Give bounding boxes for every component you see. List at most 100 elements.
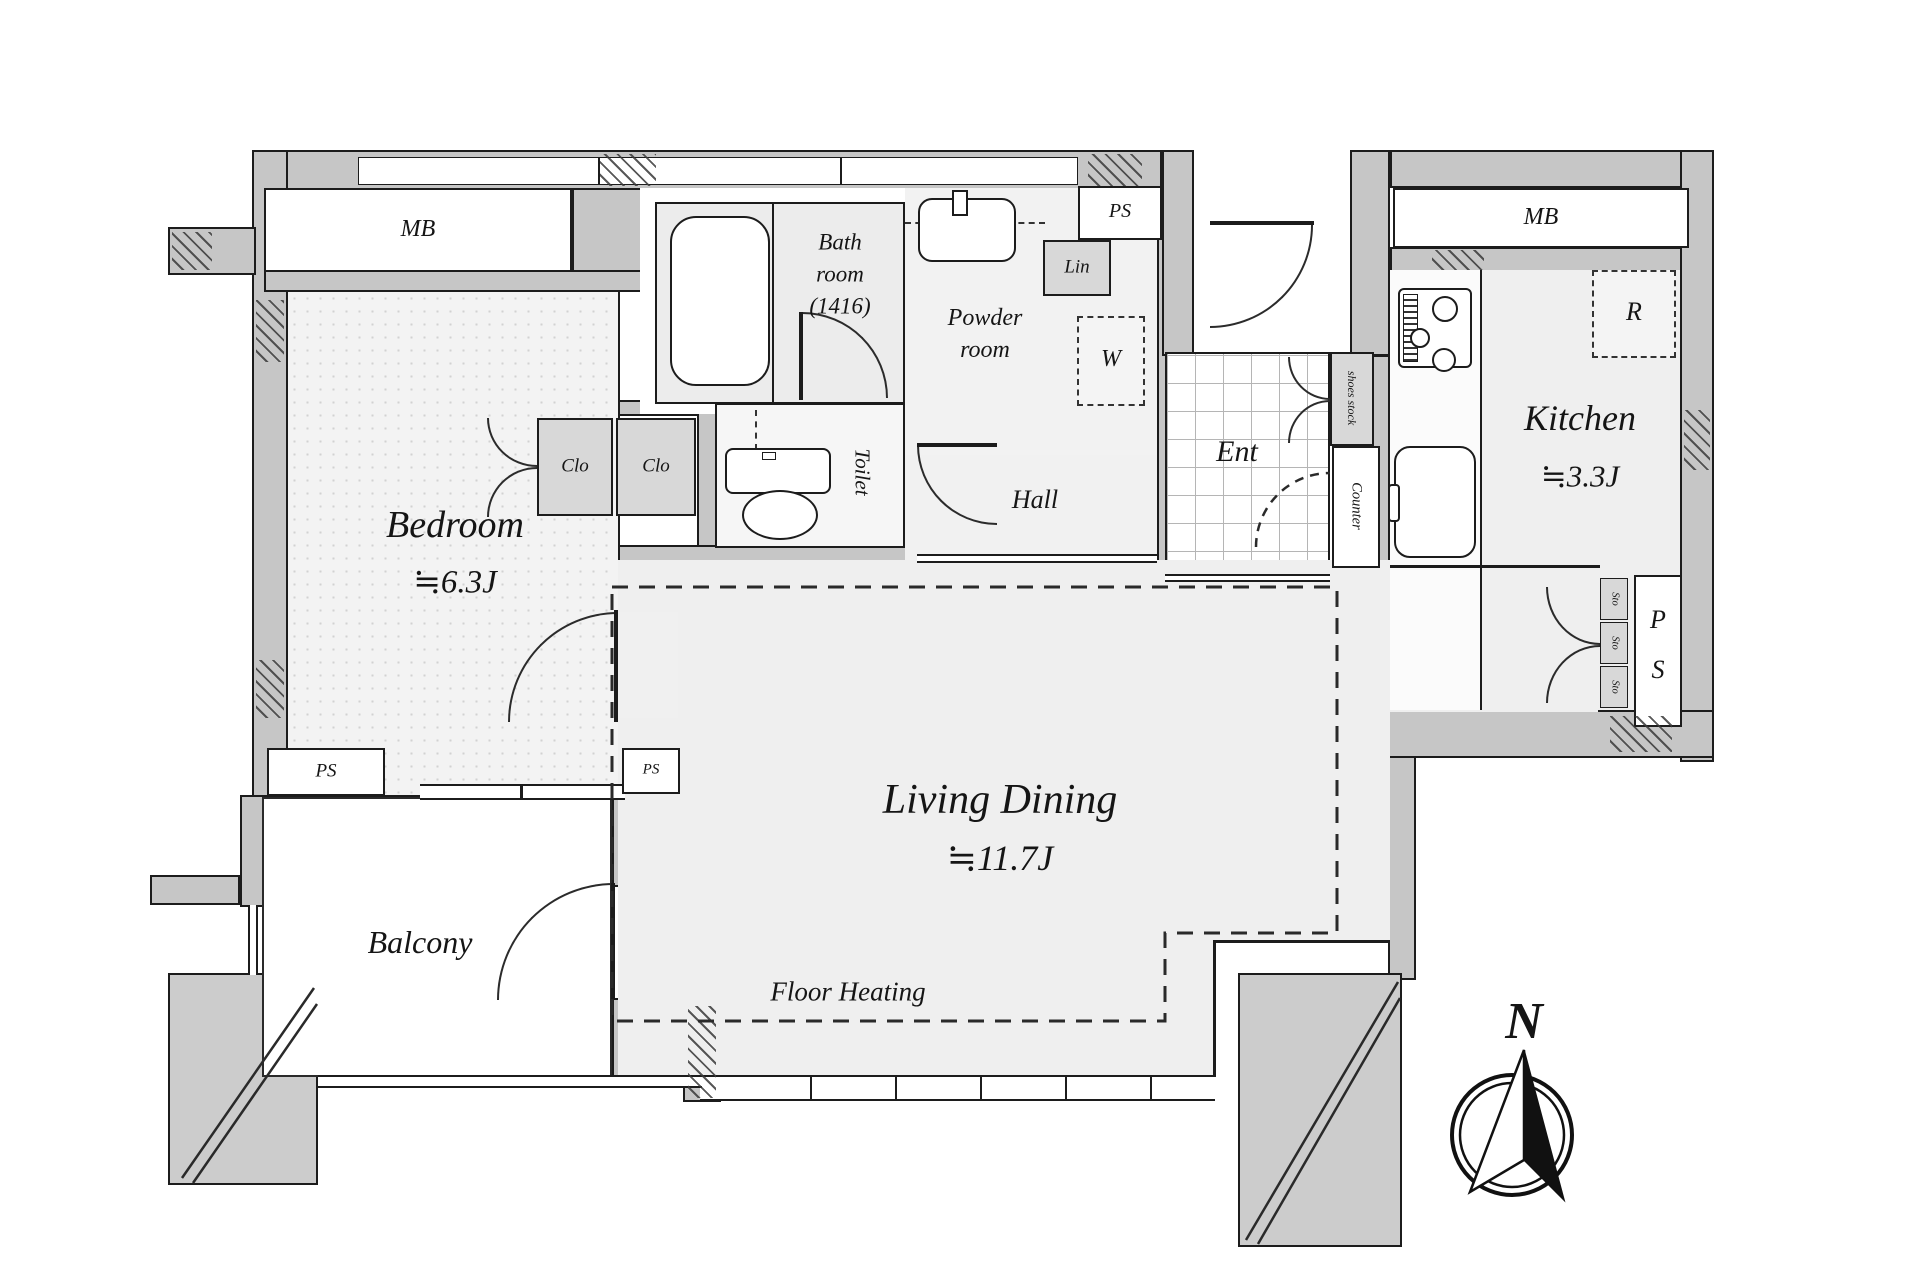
closet-left-box [537, 418, 613, 516]
balcony-label: Balcony [367, 924, 473, 960]
bathroom-label-2: room [816, 261, 864, 287]
meter-box-left-label: MB [400, 216, 436, 242]
compass-inner-ring [1458, 1081, 1566, 1189]
powder-room-label-1: Powder [947, 305, 1023, 331]
living-window-div-5 [1150, 1075, 1152, 1101]
shoes-stock-box [1330, 352, 1374, 446]
wall-hatch-6 [1684, 410, 1710, 470]
powder-faucet [952, 190, 968, 216]
kitchen-label: Kitchen [1524, 398, 1636, 438]
wall-hatch-8 [688, 1006, 716, 1098]
closet-left-label: Clo [561, 455, 589, 477]
sto-1-label: Sto [1609, 592, 1621, 606]
wall-below-mb-left [264, 270, 642, 292]
sto-box-3 [1600, 666, 1628, 708]
toilet-vent-dashline [755, 410, 757, 450]
bathroom-door-leaf [799, 312, 803, 400]
floor-heating-label: Floor Heating [770, 976, 926, 1007]
wall-mb-bath-gap [572, 188, 642, 272]
wall-balcony-left [240, 795, 264, 907]
compass-needle-white [1467, 1049, 1526, 1195]
fridge-space [1592, 270, 1676, 358]
entrance-step [1165, 574, 1330, 582]
wall-hatch-1 [600, 154, 656, 186]
wall-entrance-right-jamb [1350, 150, 1390, 356]
stove-burner-1 [1432, 296, 1458, 322]
balcony-bottom-rail [318, 1075, 702, 1088]
hall-living-threshold [917, 554, 1157, 563]
powder-room-label-2: room [960, 337, 1010, 363]
bedroom-floor [286, 290, 620, 797]
toilet-bowl [742, 490, 818, 540]
wall-hatch-2 [1088, 154, 1142, 186]
bedroom-window-handle [520, 784, 523, 800]
living-window-div-2 [895, 1075, 897, 1101]
bathroom-divider [772, 202, 774, 402]
fridge-label: R [1626, 297, 1642, 326]
wall-living-right-below-kitchen [1388, 756, 1416, 980]
kitchen-sink [1394, 446, 1476, 558]
window-top-divider-2 [840, 157, 842, 185]
counter-label: Counter [1348, 482, 1365, 530]
wall-hatch-3 [256, 300, 284, 362]
wall-hatch-5 [1432, 250, 1484, 270]
sto-box-2 [1600, 622, 1628, 664]
sto-3-label: Sto [1609, 680, 1621, 694]
structure-block-bottom-right [1238, 973, 1402, 1247]
ps-bedroom-left-box [267, 748, 385, 796]
wall-left-protrusion-bottom [150, 875, 240, 905]
bedroom-door-leaf [614, 610, 618, 722]
bedroom-door-zone [618, 612, 678, 718]
washer-space [1077, 316, 1145, 406]
living-window-div-3 [980, 1075, 982, 1101]
balcony-door-leaf [611, 883, 615, 1000]
ps-bedroom-right-label: PS [642, 761, 660, 778]
wall-hatch-7 [1610, 716, 1672, 752]
powder-door-leaf [917, 443, 997, 447]
ps-kitchen-box [1634, 575, 1682, 727]
toilet-flush-knob [762, 452, 776, 460]
meter-box-right-label: MB [1523, 204, 1559, 230]
stove-burner-3 [1432, 348, 1456, 372]
wall-hatch-4 [256, 660, 284, 718]
bedroom-area-label: ≒6.3J [413, 564, 497, 601]
wall-top-right-band [1390, 150, 1714, 188]
ps-kitchen-p-label: P [1650, 605, 1666, 634]
closet-right-box [616, 418, 696, 516]
window-top-divider-1 [598, 157, 600, 185]
linen-box [1043, 240, 1111, 296]
balcony-left-rail [248, 905, 258, 975]
living-notch-edge-v [1213, 942, 1216, 1077]
window-top-band [358, 157, 1078, 185]
ps-top-label: PS [1108, 200, 1132, 222]
wall-closet-toilet-divider [697, 410, 717, 550]
living-notch-edge-h [1213, 940, 1390, 943]
entrance-door-leaf [1210, 221, 1314, 225]
wall-entrance-left-jamb [1162, 150, 1194, 356]
living-dining-area-label: ≒11.7J [946, 838, 1054, 878]
hall-label: Hall [1011, 485, 1059, 514]
toilet-label: Toilet [850, 448, 875, 496]
washer-label: W [1101, 346, 1121, 372]
kitchen-area-label: ≒3.3J [1540, 458, 1620, 494]
compass-outer-ring [1450, 1073, 1574, 1197]
counter-box [1332, 446, 1380, 568]
bathroom-label-3: (1416) [809, 293, 871, 319]
meter-box-left [264, 188, 572, 272]
entrance-label: Ent [1216, 435, 1258, 468]
meter-box-right [1393, 188, 1689, 248]
living-window-band [700, 1075, 1215, 1101]
toilet-tank [725, 448, 831, 494]
ps-kitchen-s-label: S [1651, 655, 1665, 684]
linen-label: Lin [1064, 256, 1090, 278]
wall-hatch-9 [172, 232, 212, 270]
compass-north-label: N [1505, 993, 1543, 1050]
living-dining-label: Living Dining [882, 777, 1118, 823]
bedroom-label: Bedroom [386, 504, 524, 546]
entrance-door-arc [1210, 225, 1313, 328]
living-floor-right [1215, 560, 1390, 942]
stove-burner-2 [1410, 328, 1430, 348]
kitchen-sink-tab [1388, 484, 1400, 522]
living-window-div-1 [810, 1075, 812, 1101]
